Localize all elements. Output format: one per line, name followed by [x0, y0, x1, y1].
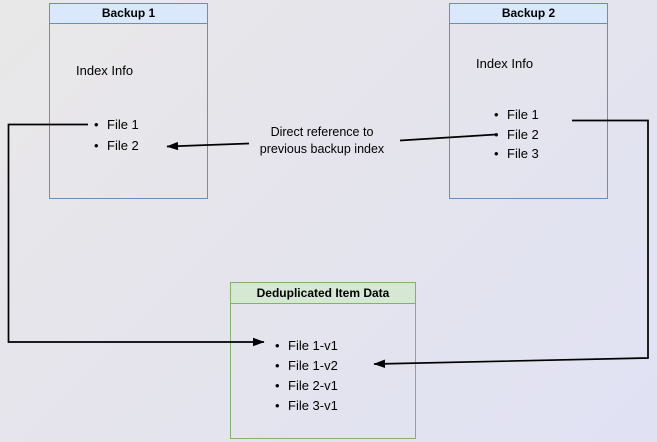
backup2-title: Backup 2 [450, 4, 607, 24]
dedup-file-item: File 2-v1 [275, 376, 338, 396]
dedup-box: Deduplicated Item Data File 1-v1 File 1-… [230, 282, 416, 439]
backup1-box: Backup 1 Index Info File 1 File 2 [49, 3, 208, 199]
backup1-file-item: File 1 [94, 115, 139, 136]
annotation-line1: Direct reference to [270, 125, 374, 139]
backup2-file-list: File 1 File 2 File 3 [494, 105, 539, 164]
annotation-line2: previous backup index [259, 142, 385, 156]
dedup-file-item: File 3-v1 [275, 396, 338, 416]
backup1-file-list: File 1 File 2 [94, 115, 139, 156]
dedup-title: Deduplicated Item Data [231, 283, 415, 304]
direct-reference-annotation: Direct reference to previous backup inde… [237, 124, 407, 158]
backup1-index-info-label: Index Info [76, 63, 134, 78]
backup2-file-item: File 1 [494, 105, 539, 125]
backup1-title: Backup 1 [50, 4, 207, 24]
backup2-file-item: File 2 [494, 125, 539, 145]
backup2-box: Backup 2 Index Info File 1 File 2 File 3 [449, 3, 608, 199]
dedup-file-item: File 1-v2 [275, 356, 338, 376]
backup1-file-item: File 2 [94, 136, 139, 157]
dedup-file-list: File 1-v1 File 1-v2 File 2-v1 File 3-v1 [275, 336, 338, 416]
backup2-file-item: File 3 [494, 144, 539, 164]
dedup-file-item: File 1-v1 [275, 336, 338, 356]
backup2-index-info-label: Index Info [476, 56, 534, 71]
